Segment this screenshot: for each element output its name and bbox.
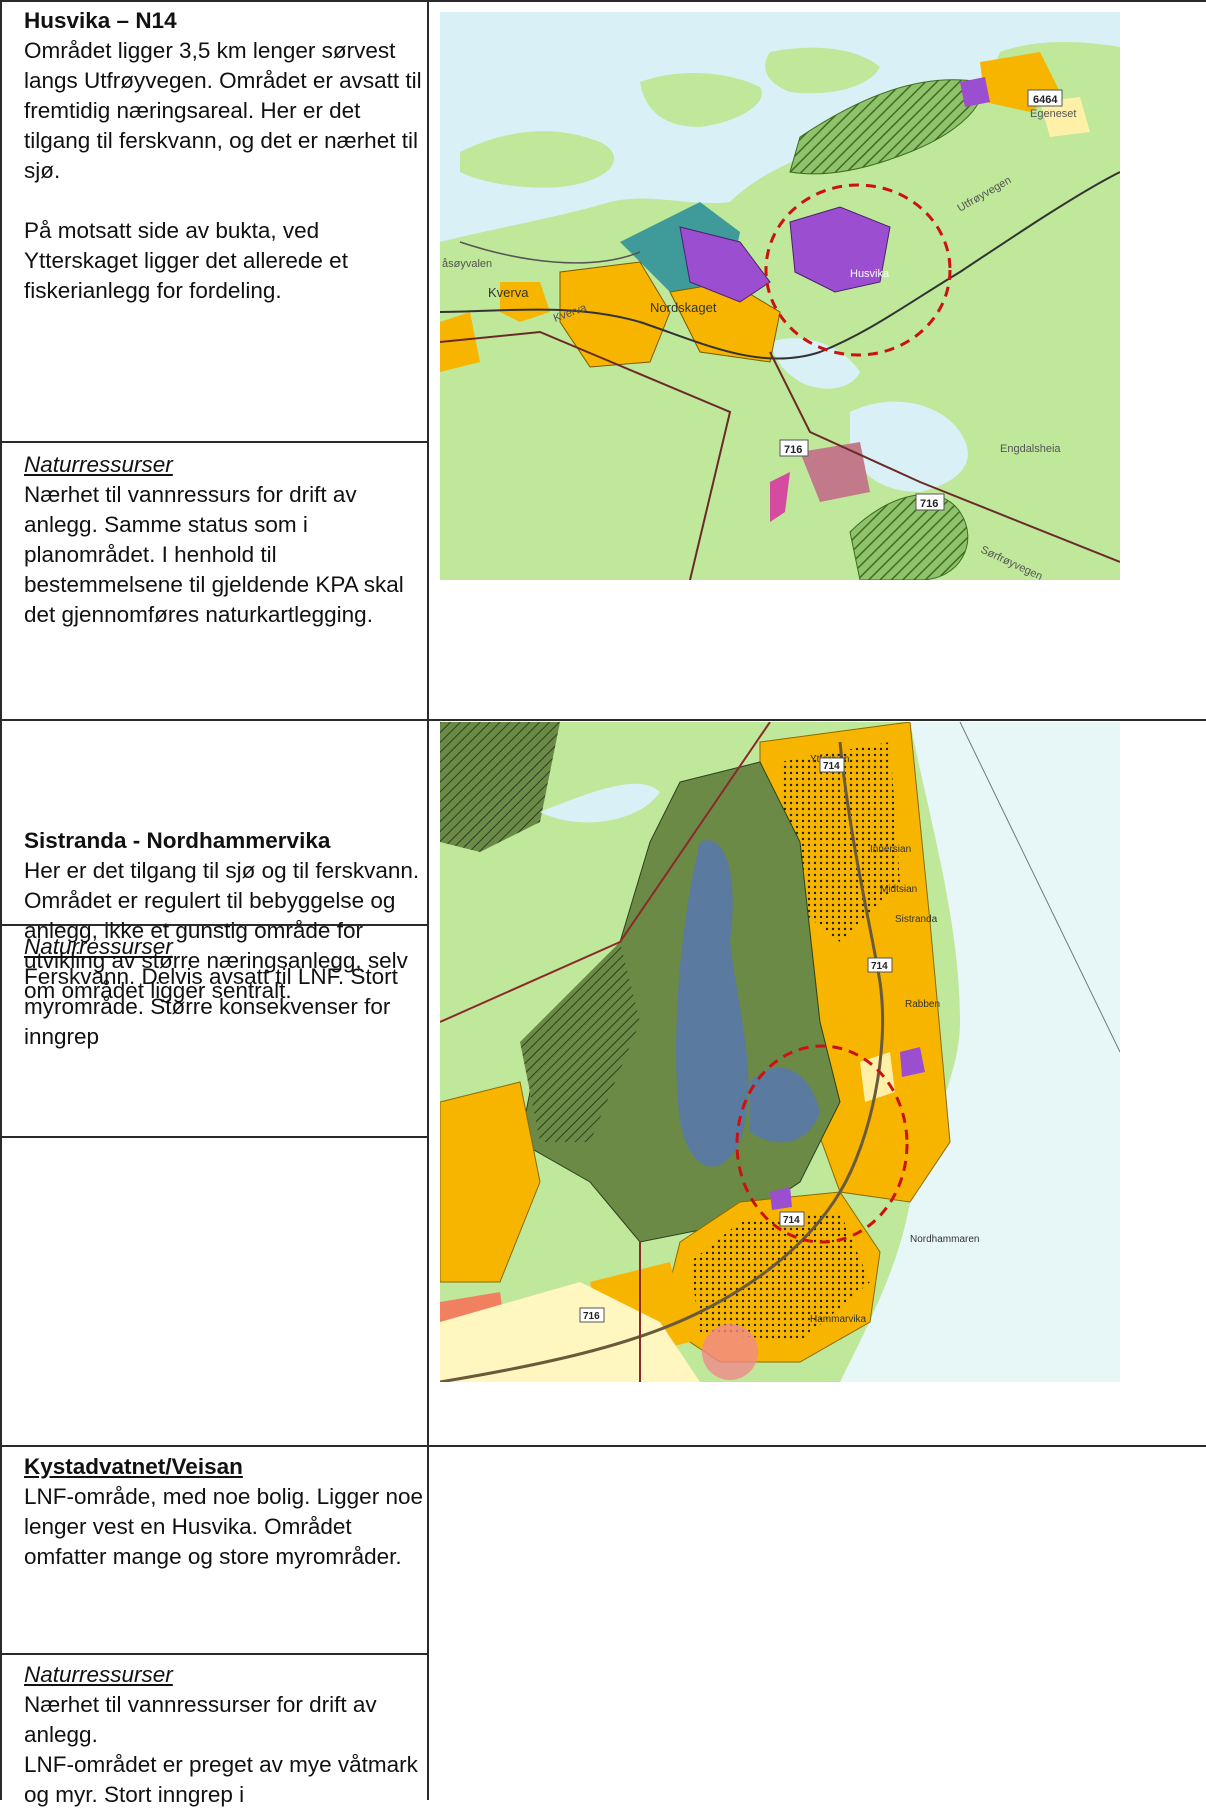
map1-road-sign-716a (779, 439, 809, 457)
row1-natural-resources: Naturressurser Nærhet til vannressurs fo… (24, 450, 424, 630)
row3-paragraph-1: LNF-område, med noe bolig. Ligger noe le… (24, 1484, 423, 1569)
map2-orange-zone-west (440, 1081, 541, 1283)
map2-road-sign-716 (579, 1307, 605, 1323)
map1-island-a (640, 72, 762, 127)
map2-road-sign-714c (779, 1211, 805, 1227)
map1-road-main (440, 171, 1120, 360)
map1-purple-zone-east (960, 77, 990, 107)
map2-label-714b: 714 (871, 961, 888, 972)
map2-hatched-nw (440, 722, 560, 852)
row3-description: Kystadvatnet/Veisan LNF-område, med noe … (24, 1452, 424, 1572)
map1-orange-zone-4 (440, 312, 480, 372)
map1-powerline-2 (769, 351, 1120, 563)
row1-title: Husvika – N14 (24, 8, 177, 33)
map1-label-kverva: Kverva (488, 285, 529, 300)
map2-purple-plot (900, 1047, 925, 1077)
row3-section-text-1: Nærhet til vannressurser for drift av an… (24, 1692, 377, 1747)
map1-purple-zone-2 (789, 206, 891, 293)
map1-purple-zone-1 (679, 226, 771, 303)
map2-label-hammarvika: Hammarvika (810, 1314, 867, 1325)
map1-orange-zone-1 (559, 261, 671, 368)
table-column-divider (427, 0, 429, 1800)
map2-road-sign-714b (867, 957, 893, 973)
map-husvika: Kverva Kverva Nordskaget Husvika Egenese… (440, 12, 1120, 580)
row1-description: Husvika – N14 Området ligger 3,5 km leng… (24, 6, 424, 306)
map1-road-sign-6464 (1027, 89, 1063, 107)
map2-label-rabben: Rabben (905, 999, 940, 1010)
map1-road-sign-716b (915, 493, 945, 511)
map2-yellow-zone (440, 1282, 700, 1382)
map1-yellow-zone (1040, 97, 1090, 137)
row1-paragraph-1: Området ligger 3,5 km lenger sørvest lan… (24, 38, 422, 183)
row1-section-text: Nærhet til vannressurs for drift av anle… (24, 482, 404, 627)
cell-divider-2 (0, 924, 428, 926)
row2-paragraph-1: Her er det tilgang til sjø og til ferskv… (24, 858, 420, 1003)
map2-label-midtsian: Midtsian (880, 884, 917, 895)
row3-title: Kystadvatnet/Veisan (24, 1454, 243, 1479)
row3-natural-resources: Naturressurser Nærhet til vannressurser … (24, 1660, 424, 1810)
cell-divider-1 (0, 441, 428, 443)
map2-powerline (440, 722, 771, 1023)
map-sistranda: Yttersian Innersian Midtsian Sistranda R… (440, 722, 1120, 1382)
map1-road-west (459, 241, 641, 264)
map2-blue-mire-2 (750, 1067, 820, 1143)
table-left-border (0, 0, 2, 1800)
map2-road-sign-714a (819, 757, 845, 773)
map2-lake-north (540, 783, 660, 823)
map1-powerline-1 (440, 330, 732, 580)
map1-pink-zone (800, 442, 870, 502)
map1-island-b (765, 47, 880, 94)
map2-sea-line (959, 722, 1120, 1053)
row2-section-heading: Naturressurser (24, 934, 173, 959)
table-row-border-2 (0, 1445, 1206, 1447)
row3-section-text-2: LNF-området er preget av mye våtmark og … (24, 1752, 418, 1807)
row3-section-heading: Naturressurser (24, 1662, 173, 1687)
map2-hatched-bog-west (520, 942, 640, 1142)
map1-bay (770, 338, 860, 389)
map2-red-circle-zone (702, 1324, 758, 1380)
row2-section-text: Ferskvann. Delvis avsatt til LNF. Stort … (24, 964, 398, 1049)
row2-natural-resources: Naturressurser Ferskvann. Delvis avsatt … (24, 932, 424, 1052)
map2-highlight-circle (735, 1044, 909, 1244)
map1-label-husvika: Husvika (850, 268, 890, 280)
map1-label-engdalsheia: Engdalsheia (1000, 443, 1061, 455)
map2-purple-plot-2 (770, 1187, 792, 1210)
map1-hatched-area-north (789, 79, 983, 175)
map2-settlement-south (690, 1212, 870, 1342)
map-sistranda-svg: Yttersian Innersian Midtsian Sistranda R… (440, 722, 1120, 1382)
map-husvika-svg: Kverva Kverva Nordskaget Husvika Egenese… (440, 12, 1120, 580)
map2-label-nordhammaren: Nordhammaren (910, 1234, 979, 1245)
map2-sea (840, 722, 1120, 1382)
map2-label-innersian: Innersian (870, 844, 911, 855)
map1-label-nordskaget: Nordskaget (650, 300, 717, 315)
map1-magenta-zone (770, 472, 790, 522)
map2-road-714 (440, 741, 885, 1382)
table-row-border-1 (0, 719, 1206, 721)
map1-inlet (850, 401, 968, 492)
cell-divider-3 (0, 1136, 428, 1138)
table-top-border (0, 0, 1206, 2)
row1-section-heading: Naturressurser (24, 452, 173, 477)
map1-label-asoyvalen: åsøyvalen (442, 258, 492, 270)
map1-label-716a: 716 (784, 444, 802, 456)
map1-label-6464: 6464 (1033, 94, 1058, 106)
map2-label-716: 716 (583, 1311, 600, 1322)
map2-label-714c: 714 (783, 1215, 800, 1226)
map1-island-west (460, 131, 615, 188)
cell-divider-4 (0, 1653, 428, 1655)
row1-paragraph-2: På motsatt side av bukta, ved Ytterskage… (24, 218, 348, 303)
map1-label-egeneset: Egeneset (1030, 108, 1076, 120)
map2-label-sistranda: Sistranda (895, 914, 938, 925)
map1-highlight-circle (764, 183, 952, 357)
map2-label-714a: 714 (823, 761, 840, 772)
map2-settlement-north (780, 742, 900, 942)
map1-label-716b: 716 (920, 498, 938, 510)
map1-orange-zone-3 (500, 282, 550, 322)
row2-title: Sistranda - Nordhammervika (24, 828, 331, 853)
map1-hatched-area-south (849, 494, 969, 580)
map2-blue-mire (676, 840, 749, 1167)
row2-description: Sistranda - Nordhammervika Her er det ti… (24, 826, 424, 1006)
